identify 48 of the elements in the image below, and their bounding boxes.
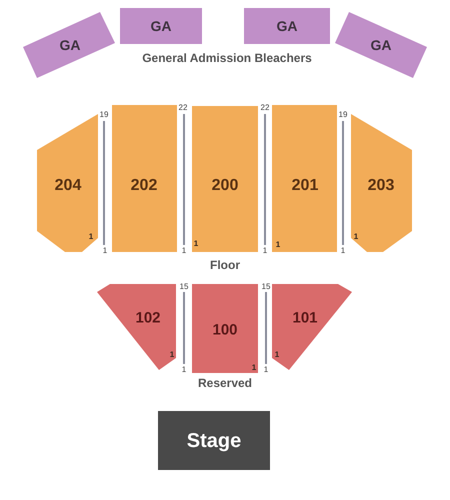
row-number: 1 [354,233,358,241]
row-number: 1 [340,247,346,255]
bleacher-section [335,12,427,78]
row-number: 15 [180,283,188,291]
row-number: 22 [178,104,188,112]
area-label: General Admission Bleachers [142,52,312,64]
row-number: 1 [274,351,280,359]
floor-section [351,114,412,252]
row-number: 1 [182,247,186,255]
floor-section [272,105,337,252]
row-number: 1 [170,351,174,359]
section-number: 202 [130,178,158,194]
section-number: 102 [135,310,161,326]
bleacher-section [244,8,330,44]
floor-section [37,114,98,252]
stage-block [158,411,270,470]
area-label: Reserved [198,377,252,389]
bleacher-section [120,8,202,44]
floor-section [192,106,258,252]
row-number: 15 [262,283,270,291]
row-number: 19 [338,111,348,119]
section-number: 100 [212,322,238,338]
row-number: 1 [252,364,256,372]
row-number: 22 [260,104,270,112]
section-number: 201 [292,178,318,194]
section-number: 204 [54,178,82,194]
reserved-section [97,284,176,370]
row-number: 1 [194,240,198,248]
row-number: 19 [100,111,108,119]
row-number: 1 [88,233,94,241]
bleacher-section [23,12,115,78]
section-name: GA [150,19,172,33]
row-number: 1 [276,241,280,249]
section-number: 101 [292,310,318,326]
row-number: 1 [182,366,186,374]
reserved-section [272,284,352,370]
stage-label: Stage [186,431,242,451]
section-name: GA [276,19,298,33]
section-name: GA [370,38,392,52]
reserved-section [192,284,258,373]
section-number: 203 [368,178,394,194]
floor-section [112,105,177,252]
row-number: 1 [264,366,268,374]
section-name: GA [60,38,80,52]
row-number: 1 [262,247,268,255]
row-number: 1 [102,247,108,255]
area-label: Floor [210,259,240,271]
section-number: 200 [212,178,238,194]
